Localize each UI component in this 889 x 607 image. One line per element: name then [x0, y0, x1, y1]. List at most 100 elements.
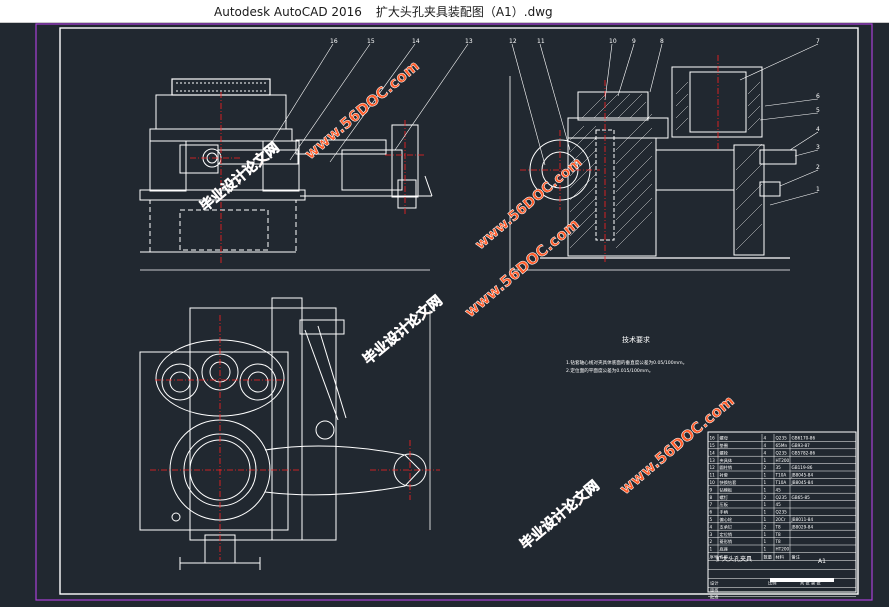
balloon-label: 11 [537, 38, 545, 45]
bom-cell: HT200 [776, 547, 790, 552]
bom-header-cell: 备注 [792, 553, 801, 560]
bom-cell: 1 [764, 547, 767, 552]
bom-grid [707, 434, 857, 597]
bom-cell: 8 [710, 495, 713, 500]
bom-cell: 1 [764, 480, 767, 485]
bom-cell: 20Cr [776, 517, 786, 522]
bom-cell: JB8029-84 [791, 524, 814, 529]
bom-cell: 10 [710, 480, 716, 485]
drawing-canvas[interactable]: 16 15 14 13 12 11 10 9 8 7 6 5 4 3 2 1 技… [0, 22, 889, 607]
watermarks: www.56DOC.com 毕业设计论文网 www.56DOC.com 毕业设计… [196, 57, 738, 554]
sheet-outer-border [35, 23, 873, 601]
balloon-label: 12 [509, 38, 517, 45]
bom-cell: 1 [764, 502, 767, 507]
balloon-label: 5 [816, 107, 820, 114]
bom-cell: 2 [710, 539, 713, 544]
balloon-label: 4 [816, 126, 820, 133]
title-block-label: 批准 [710, 593, 718, 600]
bom-cell: GB5782-86 [792, 450, 816, 455]
bom-cell: T10A [775, 480, 787, 485]
bom-header-cell: 序号 [710, 553, 718, 560]
bom-cell: 15 [710, 443, 716, 448]
balloon-label: 7 [816, 38, 820, 45]
bom-header-cell: 数量 [764, 553, 772, 560]
side-section-hatching [569, 81, 763, 251]
balloon-label: 8 [660, 38, 664, 45]
bom-cell: 45 [776, 487, 782, 492]
bom-cell: 1 [764, 539, 767, 544]
window-titlebar: Autodesk AutoCAD 2016 扩大头孔夹具装配图（A1）.dwg [0, 0, 889, 23]
bom-cell: 4 [764, 450, 767, 455]
bom-cell: 4 [764, 443, 767, 448]
bom-cell: 压板 [720, 501, 729, 508]
bom-cell: 1 [764, 487, 767, 492]
bom-cell: T8 [775, 524, 782, 529]
bom-cell: 钻模板 [720, 486, 733, 493]
bom-cell: 7 [710, 502, 713, 507]
balloon-label: 9 [632, 38, 636, 45]
bom-cell: 菱形销 [720, 538, 733, 545]
bom-cell: 9 [710, 487, 713, 492]
bom-cell: 3 [710, 532, 713, 537]
cad-drawing[interactable]: 16 15 14 13 12 11 10 9 8 7 6 5 4 3 2 1 技… [0, 22, 889, 607]
watermark-cn: 毕业设计论文网 [517, 477, 603, 553]
bom-cell: JB8011-84 [791, 517, 814, 522]
bom-cell: Q235 [776, 436, 788, 441]
bom-cell: 定位销 [720, 531, 733, 538]
bom-cell: 2 [764, 495, 767, 500]
bom-cell: 65Mn [776, 443, 788, 448]
tech-req-title: 技术要求 [622, 335, 650, 344]
bom-cell: 1 [764, 510, 767, 515]
bom-cell: 2 [764, 465, 767, 470]
bom-cell: Q235 [776, 450, 788, 455]
balloon-label: 2 [816, 164, 820, 171]
bom-cell: 底座 [720, 546, 728, 553]
bom-cell: 螺栓 [720, 449, 729, 456]
bom-cell: T10A [775, 473, 787, 478]
bom-cell: 夹具体 [720, 457, 733, 464]
bom-cell: JB8045-84 [791, 473, 814, 478]
bom-cell: 1 [764, 473, 767, 478]
bom-header-cell: 材料 [776, 553, 785, 560]
bom-cell: GB119-86 [792, 465, 813, 470]
title-block-label: 设计 [710, 579, 718, 586]
balloon-label: 10 [609, 38, 617, 45]
bom-cell: 衬套 [720, 472, 729, 479]
bom-cell: 螺钉 [720, 494, 729, 501]
watermark-url: www.56DOC.com [461, 215, 583, 321]
bom-cell: 5 [710, 517, 713, 522]
bom-cell: 快换钻套 [720, 479, 738, 486]
bom-cell: 圆柱销 [720, 464, 733, 471]
balloon-label: 14 [412, 38, 420, 45]
bom-cell: 偏心轮 [720, 516, 733, 523]
bom-cell: 4 [764, 436, 767, 441]
title-block-label: 共 张 第 张 [800, 579, 822, 586]
balloon-label: 15 [367, 38, 375, 45]
bom-cell: Q235 [776, 495, 788, 500]
file-name: 扩大头孔夹具装配图（A1）.dwg [375, 5, 553, 19]
balloon-label: 13 [465, 38, 473, 45]
window-title: Autodesk AutoCAD 2016 扩大头孔夹具装配图（A1）.dwg [214, 3, 567, 20]
bom-cell: 1 [764, 532, 767, 537]
balloon-label: 6 [816, 93, 820, 100]
technical-requirements: 技术要求 1.钻套轴心线对夹具体底面的垂直度公差为0.05/100mm。 2.定… [566, 335, 687, 374]
part-name: 扩大头孔夹具 [716, 555, 752, 563]
bom-cell: 6 [710, 510, 713, 515]
bom-cell: 垫圈 [720, 442, 728, 449]
bom-cell: Q235 [776, 510, 788, 515]
bom-cell: T8 [775, 532, 782, 537]
tech-req-line-2: 2.定位面的平面度公差为0.015/100mm。 [566, 367, 653, 374]
bom-cell: 2 [764, 524, 767, 529]
bom-cell: GB65-85 [792, 495, 811, 500]
title-block: 扩大头孔夹具 A1 [716, 555, 834, 582]
front-view [139, 78, 433, 271]
bom-cell: JB8045-84 [791, 480, 814, 485]
title-block-bar [770, 578, 834, 582]
app-name: Autodesk AutoCAD 2016 [214, 5, 362, 19]
sheet-inner-frame [59, 27, 859, 595]
watermark-url: www.56DOC.com [301, 57, 423, 163]
bom-cell: 12 [710, 465, 716, 470]
top-view-centerlines [150, 315, 440, 560]
